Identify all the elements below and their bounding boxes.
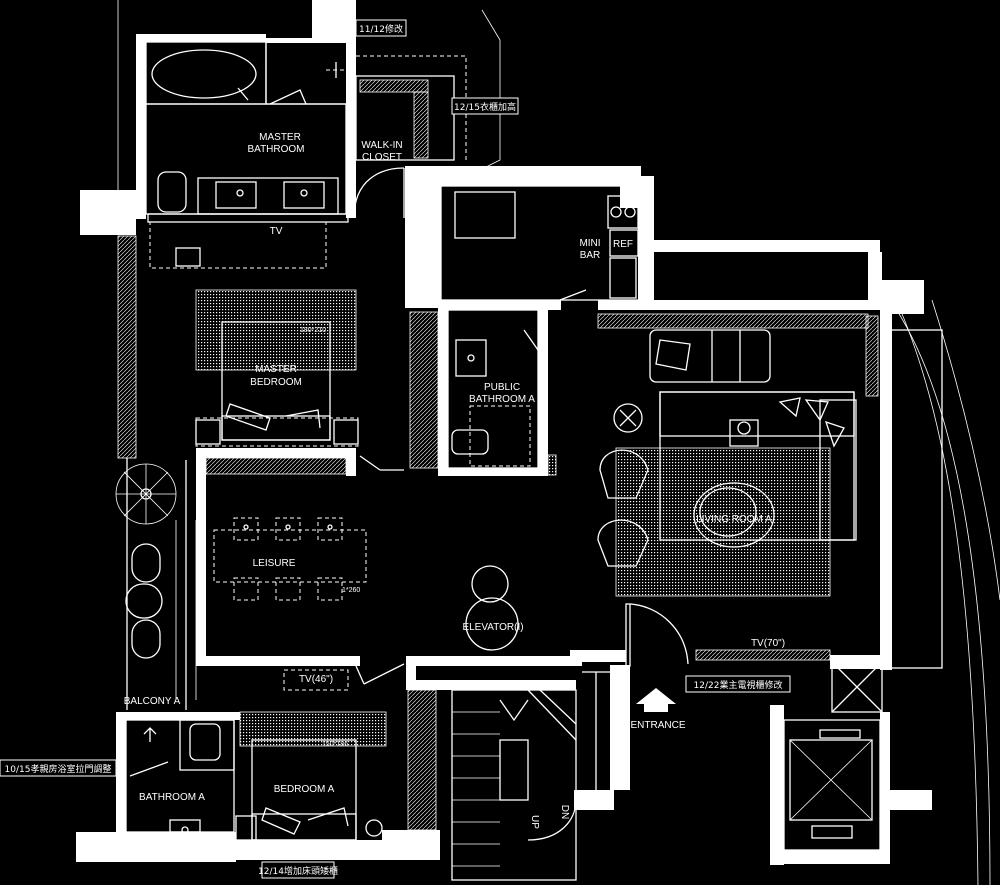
note-5: 12/14增加床頭矮櫃 xyxy=(258,865,338,877)
tv-bedroom-label: TV(46") xyxy=(299,674,333,685)
elevator xyxy=(465,565,689,667)
bedroom-a xyxy=(235,663,437,841)
living-room xyxy=(597,313,879,661)
stair-down-label: DN xyxy=(559,805,570,819)
leisure-area xyxy=(213,517,367,601)
living-room-label: LIVING ROOM A xyxy=(696,514,772,525)
stairwell xyxy=(451,671,614,881)
elevator-label: ELEVATOR(I) xyxy=(462,622,523,633)
bed-a-size: 150*186 xyxy=(322,741,348,748)
mini-bar-label-2: BAR xyxy=(580,250,601,261)
balcony-structure xyxy=(117,0,1000,885)
mini-bar xyxy=(440,185,642,301)
plant-icon xyxy=(115,463,177,525)
bathroom-a-label: BATHROOM A xyxy=(139,792,205,803)
ref-label: REF xyxy=(613,239,633,250)
walk-in-closet-label-1: WALK-IN xyxy=(361,140,402,151)
wardrobe xyxy=(359,311,439,471)
revision-notes xyxy=(0,19,791,879)
public-bathroom-label-1: PUBLIC xyxy=(484,382,520,393)
bedroom-a-label: BEDROOM A xyxy=(274,784,335,795)
note-2: 12/15衣櫃加高 xyxy=(454,101,516,113)
note-1: 11/12修改 xyxy=(359,23,403,35)
master-bed-size: 180*210 xyxy=(300,327,326,334)
mini-bar-label-1: MINI xyxy=(579,238,600,249)
master-bedroom xyxy=(149,221,359,475)
bathroom-a xyxy=(125,719,235,834)
walls xyxy=(76,0,932,865)
tv-master-label: TV xyxy=(270,226,283,237)
entrance-arrow-icon xyxy=(636,688,676,712)
entrance-label: ENTRANCE xyxy=(630,720,685,731)
master-bathroom-label-2: BATHROOM xyxy=(247,144,304,155)
public-bathroom-label-2: BATHROOM A xyxy=(469,394,535,405)
balcony-label: BALCONY A xyxy=(124,696,181,707)
walk-in-closet xyxy=(353,55,467,219)
master-bathroom-label-1: MASTER xyxy=(259,132,301,143)
stair-up-label: UP xyxy=(529,815,540,829)
lift-shaft xyxy=(783,661,883,851)
leisure-label: LEISURE xyxy=(253,558,296,569)
note-4: 12/22業主電視櫃修改 xyxy=(694,679,783,691)
master-bedroom-label-1: MASTER xyxy=(255,364,297,375)
walk-in-closet-label-2: CLOSET xyxy=(362,152,402,163)
master-bathroom xyxy=(145,41,349,223)
note-3: 10/15孝親房浴室拉門調整 xyxy=(5,763,112,775)
master-bedroom-label-2: BEDROOM xyxy=(250,377,302,388)
balcony xyxy=(115,463,177,659)
public-bathroom xyxy=(447,309,557,476)
tv-living-label: TV(70") xyxy=(751,638,785,649)
table-size: 1*260 xyxy=(342,587,360,594)
